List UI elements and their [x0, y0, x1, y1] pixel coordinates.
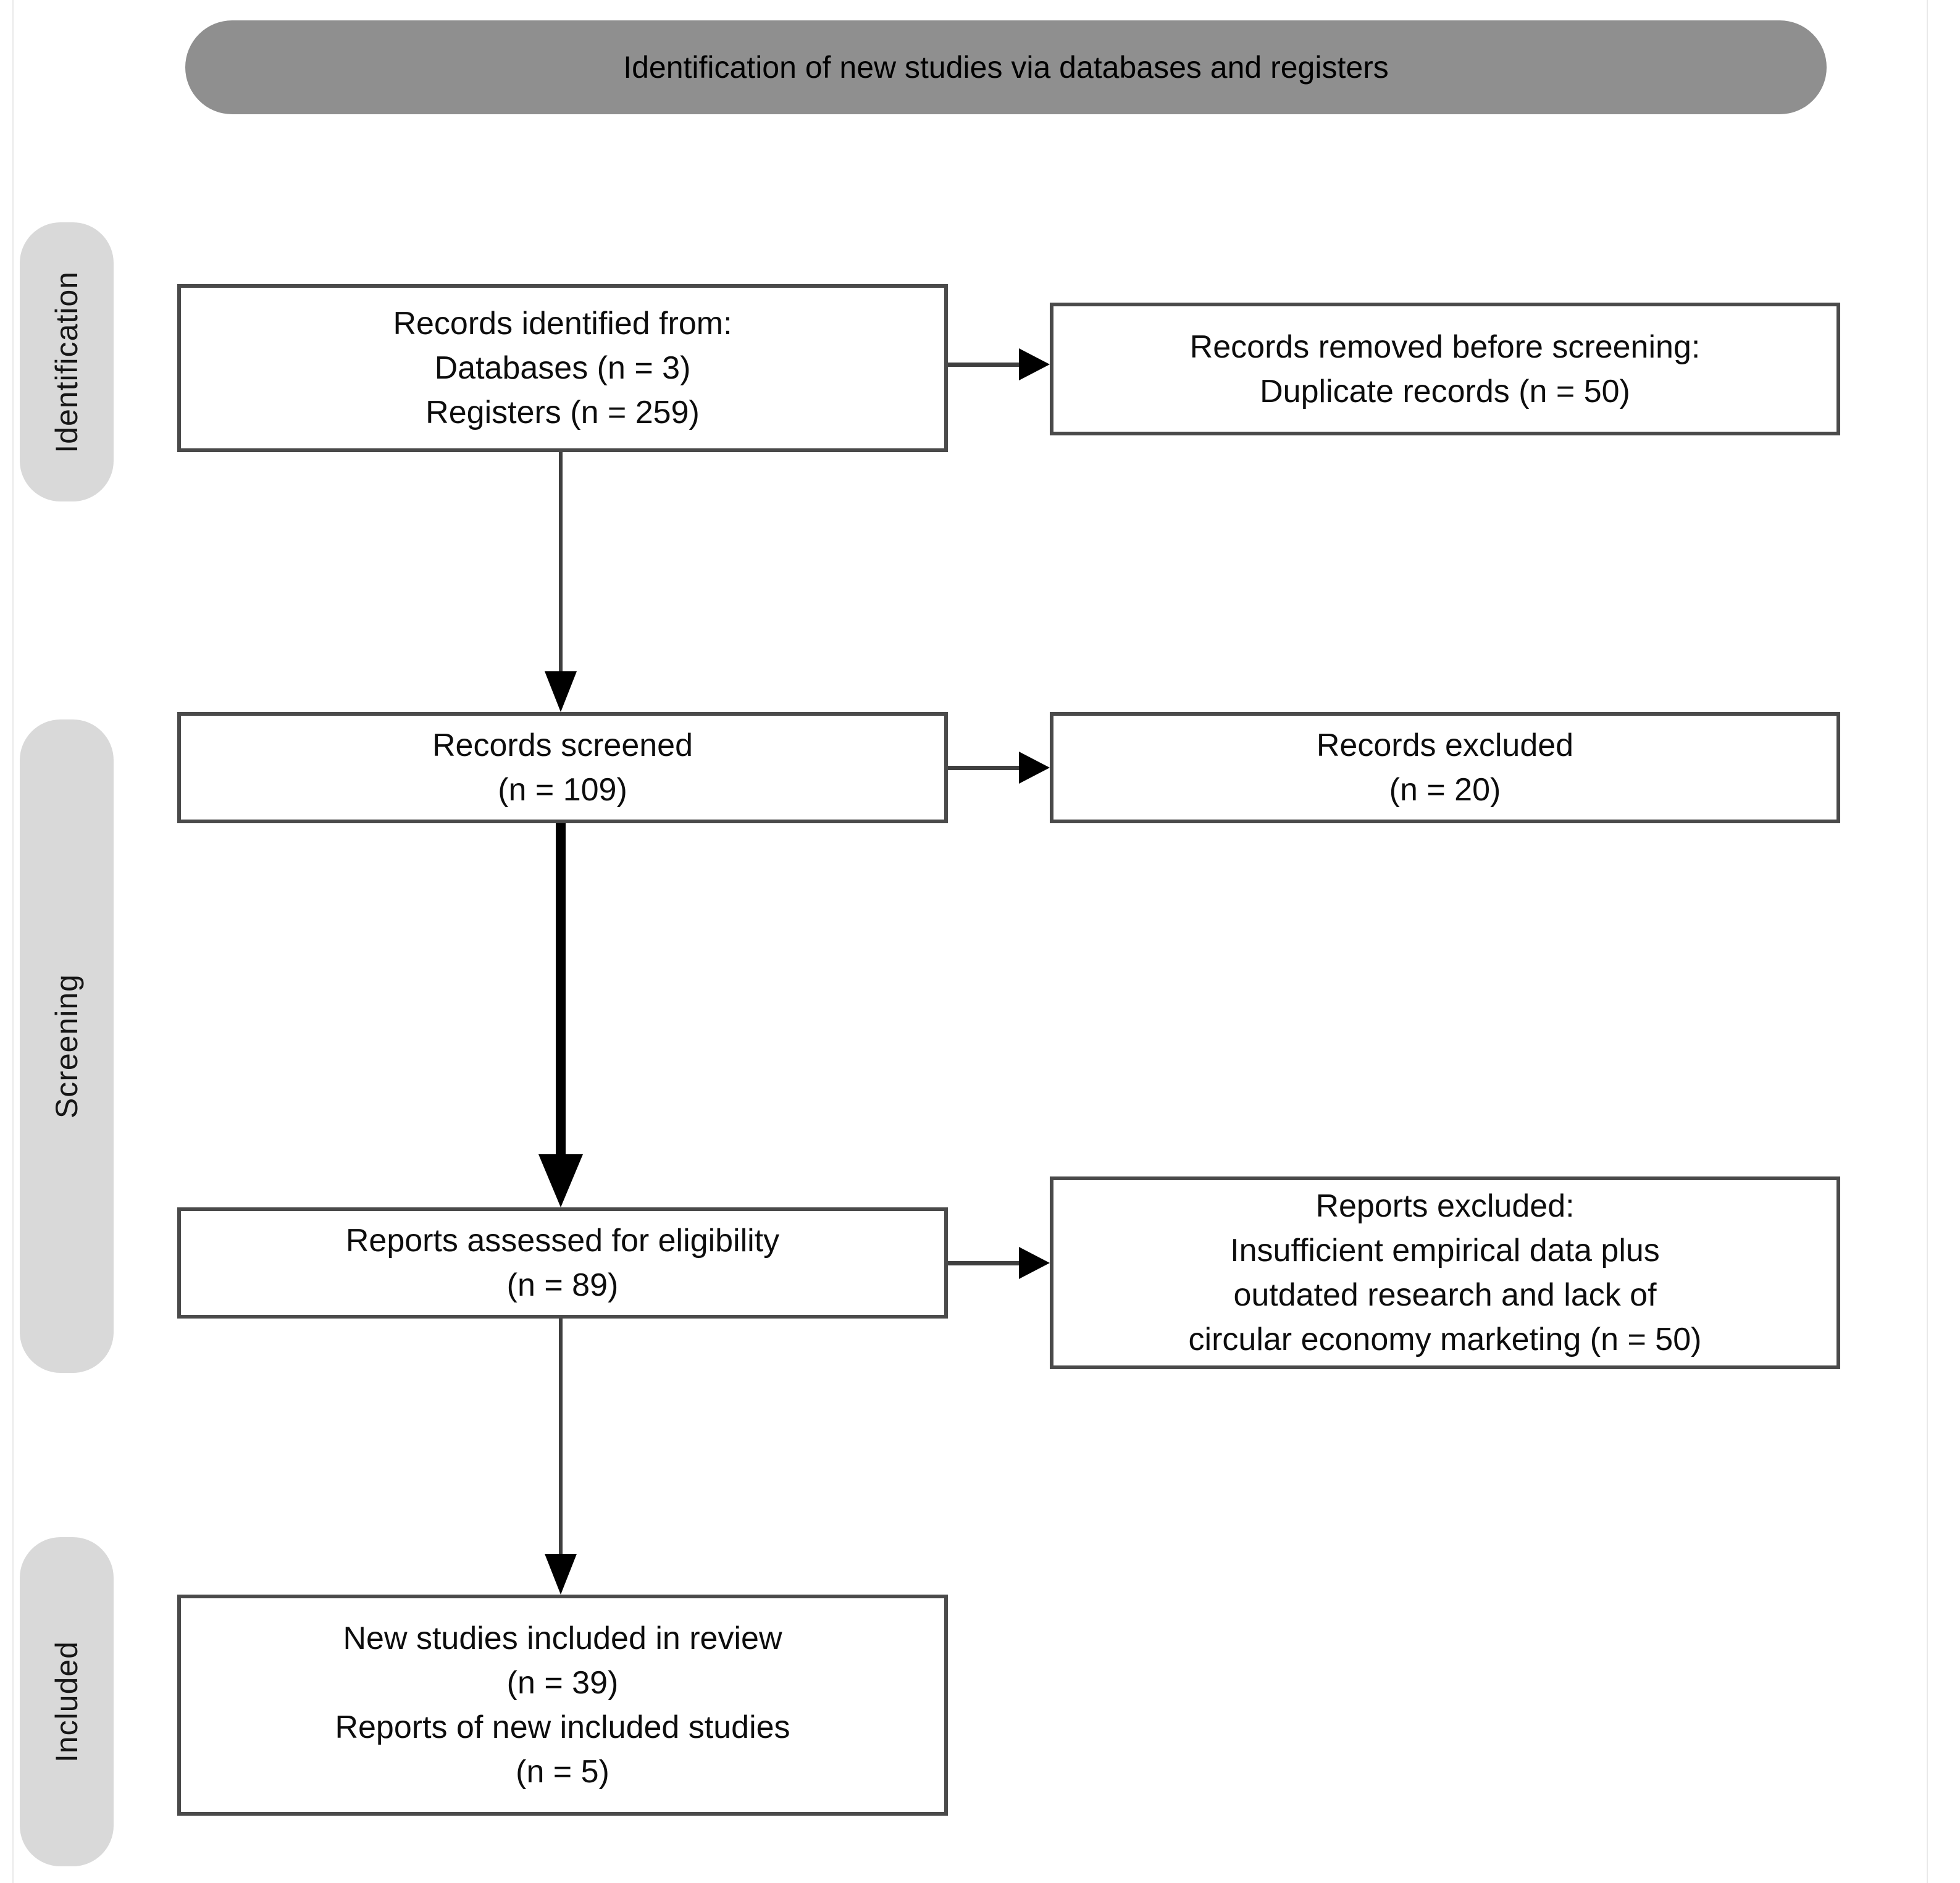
box-line: Reports assessed for eligibility: [345, 1223, 780, 1259]
box-line: Databases (n = 3): [434, 350, 691, 386]
box-new-studies-included: New studies included in review (n = 39) …: [177, 1595, 948, 1816]
box-line: Records removed before screening:: [1189, 329, 1701, 365]
box-line: circular economy marketing (n = 50): [1188, 1322, 1702, 1357]
stage-label-included: Included: [49, 1640, 84, 1763]
box-records-screened: Records screened (n = 109): [177, 712, 948, 823]
box-line: Registers (n = 259): [425, 395, 700, 430]
box-line: outdated research and lack of: [1233, 1277, 1657, 1313]
box-line: Records identified from:: [393, 306, 732, 342]
right-edge-line: [1927, 0, 1928, 1883]
box-line: Records screened: [432, 728, 693, 763]
box-line: Reports excluded:: [1315, 1188, 1575, 1224]
box-reports-excluded: Reports excluded: Insufficient empirical…: [1050, 1176, 1840, 1369]
header-title: Identification of new studies via databa…: [623, 50, 1389, 85]
box-line: Duplicate records (n = 50): [1260, 373, 1630, 409]
box-line: (n = 109): [498, 772, 627, 808]
box-line: Insufficient empirical data plus: [1230, 1233, 1660, 1269]
box-line: (n = 5): [516, 1754, 609, 1790]
box-line: (n = 20): [1389, 772, 1501, 808]
box-line: New studies included in review: [343, 1621, 782, 1656]
box-line: Records excluded: [1316, 728, 1574, 763]
stage-pill-screening: Screening: [20, 719, 114, 1373]
box-line: Reports of new included studies: [335, 1709, 790, 1745]
box-reports-assessed: Reports assessed for eligibility (n = 89…: [177, 1207, 948, 1319]
stage-pill-included: Included: [20, 1537, 114, 1866]
box-line: (n = 39): [506, 1665, 619, 1701]
left-edge-line: [12, 0, 14, 1883]
box-records-excluded: Records excluded (n = 20): [1050, 712, 1840, 823]
box-records-removed: Records removed before screening: Duplic…: [1050, 303, 1840, 435]
stage-pill-identification: Identification: [20, 222, 114, 501]
box-records-identified: Records identified from: Databases (n = …: [177, 284, 948, 452]
header-banner: Identification of new studies via databa…: [185, 20, 1827, 114]
stage-label-identification: Identification: [49, 270, 84, 453]
box-line: (n = 89): [506, 1267, 619, 1303]
stage-label-screening: Screening: [49, 973, 84, 1119]
